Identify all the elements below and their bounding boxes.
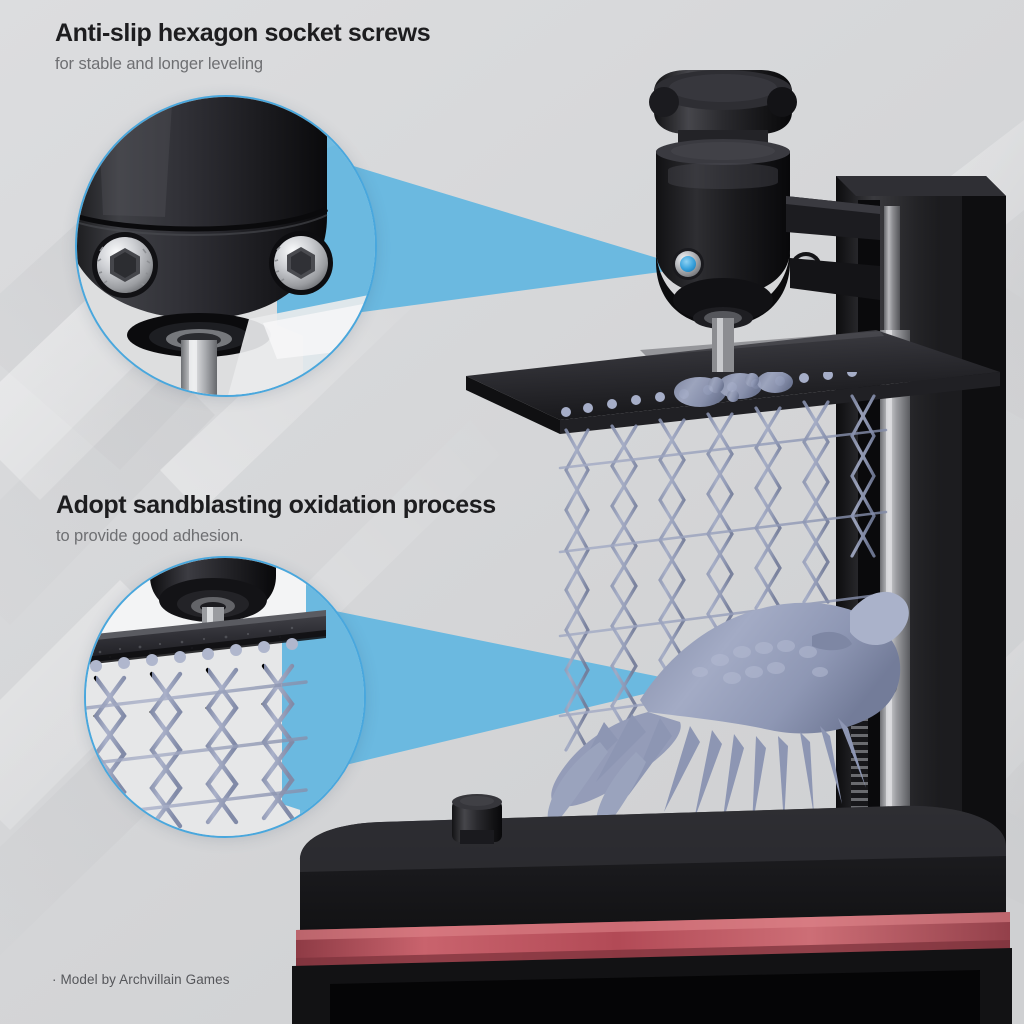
model-credit: · Model by Archvillain Games: [52, 972, 230, 987]
magnifier-circle-sandblasting: [84, 556, 366, 838]
callout-subtitle-sandblasting: to provide good adhesion.: [56, 526, 244, 545]
ball-shaft: [127, 313, 271, 395]
sandblasted-build-plate: [86, 610, 326, 665]
callout-title-sandblasting: Adopt sandblasting oxidation process: [56, 491, 496, 519]
callout-title-screws: Anti-slip hexagon socket screws: [55, 19, 431, 47]
callout-subtitle-screws: for stable and longer leveling: [55, 54, 263, 73]
callout-text-screws: Anti-slip hexagon socket screws for stab…: [55, 19, 431, 74]
callout-text-sandblasting: Adopt sandblasting oxidation process to …: [56, 491, 496, 546]
hex-screw-left: [92, 232, 158, 298]
hex-screw-right: [269, 231, 333, 295]
magnifier-circle-screws: [75, 95, 377, 397]
